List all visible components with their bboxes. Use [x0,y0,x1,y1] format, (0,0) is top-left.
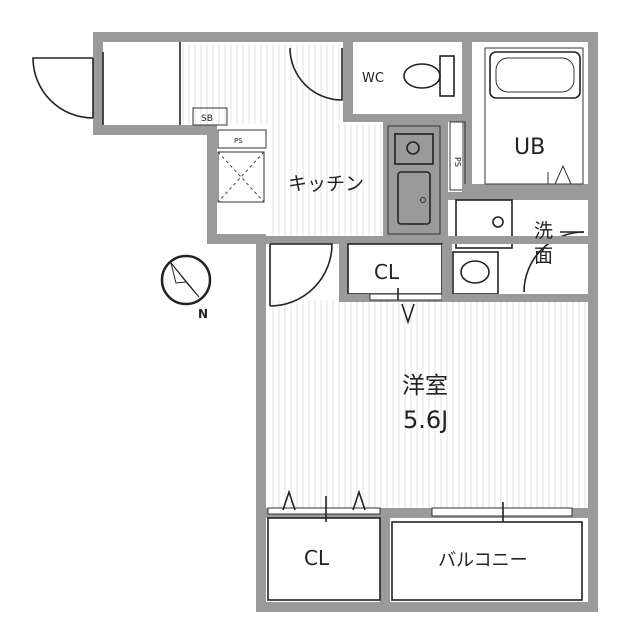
compass-ring [160,254,212,306]
western-room-floor [268,300,586,510]
balcony-box [391,521,583,601]
washing-machine-pan [455,199,513,249]
wc-wall-right [462,42,472,192]
toilet-icon [403,55,455,97]
lower-wall-band [266,508,588,518]
ub-door-icon [547,164,572,185]
shoe-storage [217,151,265,203]
bathtub-inner [495,57,575,93]
shoe-storage-x2 [217,151,265,203]
room-divider-wall [340,294,588,302]
kitchen-label: キッチン [288,173,364,195]
kitchen-counter [387,125,441,235]
wc-door-swing [289,47,343,101]
western-room-label: 洋室 [402,373,448,399]
stove-icon [394,133,434,165]
burner-icon [406,141,420,155]
upper-cl-door-rail [369,293,443,301]
shoe-storage-x1 [217,151,265,203]
balcony-label: バルコニー [438,550,528,571]
upper-cl-label: CL [374,260,400,284]
compass: N [160,254,212,321]
balcony-window-rail [431,507,573,517]
sb-box [192,107,228,126]
kitchen-partition [383,120,448,240]
room-door-swing [269,243,333,307]
ps-left-label: PS [234,137,243,145]
sink-drain-icon [420,197,426,203]
kitchen-floor [268,124,383,236]
washroom-label-1: 洗 [534,220,553,242]
washroom-label-2: 面 [534,245,553,267]
ub-label: UB [514,135,545,160]
washing-machine-drain [492,216,504,228]
upper-cl-wall [339,236,348,302]
bathtub-icon [489,51,581,99]
wc-room [343,42,353,122]
sink-icon [397,171,431,225]
lower-cl-label: CL [304,546,330,570]
lower-cl-box [267,517,381,601]
compass-north-label: N [198,307,208,321]
lower-cl-door-rail [267,507,381,515]
wc-wall-bottom [343,114,467,122]
washbasin-icon [460,260,490,284]
lower-cl-wall [380,508,390,604]
ub-room [484,47,584,185]
north-arrow-tail-icon [170,262,187,284]
ub-wall-bottom [462,184,588,192]
ps-box-right [449,121,466,191]
upper-wall-band [266,236,588,244]
wc-label: WC [362,71,384,86]
entry-door-swing [32,57,94,119]
western-room-size: 5.6J [403,406,448,434]
ps-box-left [217,129,267,149]
ps-right-label: PS [453,157,462,167]
upper-cl-door-icon [397,288,415,325]
washroom-wall-top [448,192,588,200]
washroom-lower-wall [442,244,452,300]
entrance-floor [180,44,345,124]
sb-label: SB [201,114,213,124]
washroom-door-swing [523,231,585,293]
